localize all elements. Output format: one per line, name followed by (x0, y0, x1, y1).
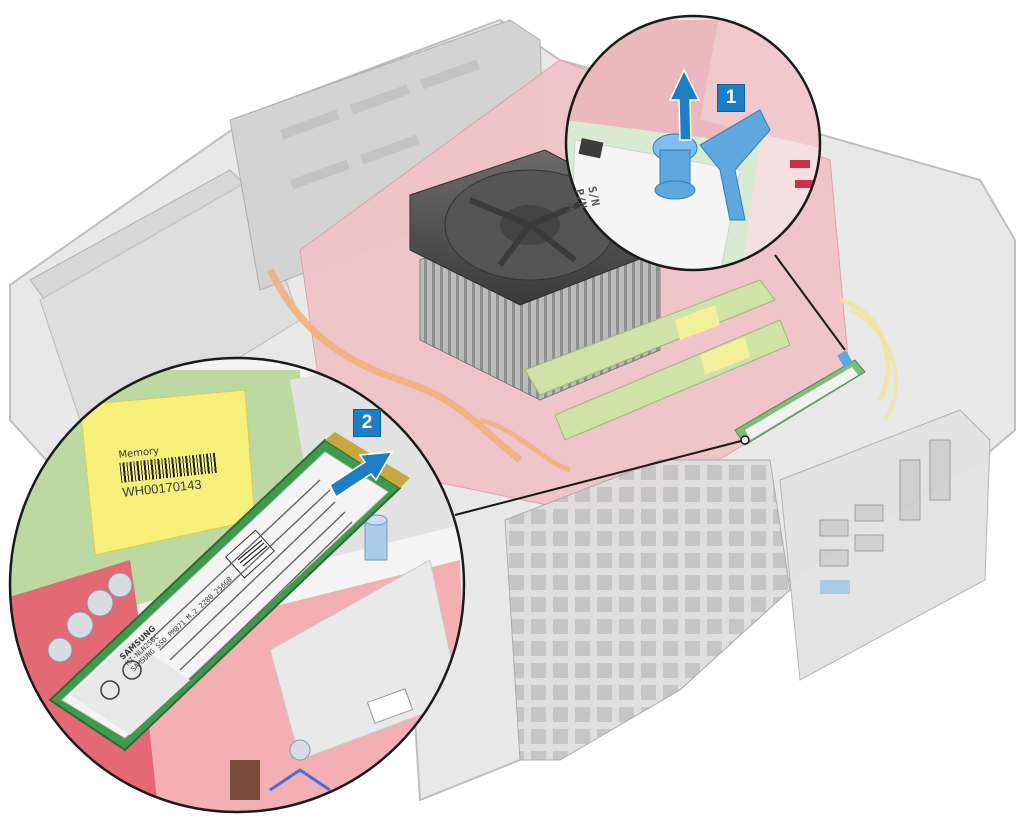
board-components (230, 739, 331, 800)
step-number: 1 (725, 87, 737, 108)
callout-line-2 (454, 439, 746, 516)
capacitors (47, 572, 133, 663)
callout-line-1 (774, 254, 846, 351)
step-badge-2: 2 (353, 409, 381, 437)
cable-orange (266, 268, 523, 463)
step-number: 2 (361, 412, 373, 433)
front-panel (504, 409, 991, 761)
direction-arrow-icon (329, 451, 394, 499)
step-badge-1: 1 (717, 84, 745, 112)
m2-ssd-card (48, 432, 410, 752)
blue-clip (699, 109, 771, 221)
up-arrow-icon (668, 68, 701, 141)
memory-label: Memory WH00170143 (118, 440, 219, 500)
memory-modules (524, 279, 791, 441)
